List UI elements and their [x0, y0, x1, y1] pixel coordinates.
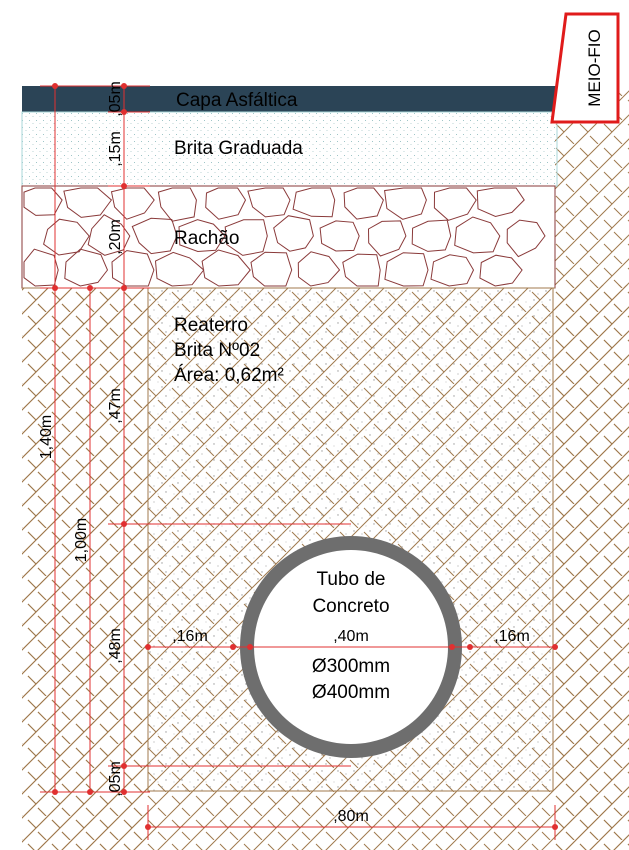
- curb-label: MEIO-FIO: [585, 29, 604, 106]
- stone: [411, 219, 452, 252]
- stone: [367, 220, 407, 257]
- curb: MEIO-FIO: [550, 12, 620, 124]
- stone: [110, 187, 155, 220]
- dimension-marker: [121, 789, 127, 795]
- dim-asphalt: ,05m: [107, 81, 124, 117]
- stone: [384, 187, 427, 220]
- stone: [178, 219, 226, 253]
- stone: [250, 251, 293, 287]
- stone: [343, 187, 384, 220]
- dimension-marker: [230, 644, 236, 650]
- pipe-inner-diameter: Ø300mm: [312, 656, 390, 677]
- graded-gravel-layer: [21, 111, 558, 187]
- stone: [297, 251, 341, 287]
- stone: [319, 220, 360, 252]
- stone: [23, 248, 59, 287]
- stone: [479, 254, 523, 287]
- backfill-material: Brita Nº02: [174, 340, 260, 361]
- dim-above-pipe: ,47m: [107, 388, 124, 424]
- asphalt-layer: [22, 86, 557, 112]
- pipe-label-line2: Concreto: [312, 596, 389, 617]
- stone: [273, 215, 314, 252]
- stone: [23, 187, 63, 216]
- dimension-marker: [552, 824, 558, 830]
- stone: [205, 187, 247, 220]
- dimension-marker: [145, 644, 151, 650]
- dim-trench-width: ,80m: [333, 808, 369, 825]
- stone: [224, 219, 268, 256]
- stone: [111, 250, 155, 287]
- dimension-marker: [52, 83, 58, 89]
- graded-gravel-label: Brita Graduada: [174, 138, 303, 159]
- dimension-marker: [247, 644, 253, 650]
- stone: [157, 187, 197, 222]
- rachao-layer: [21, 185, 556, 289]
- stone: [43, 218, 90, 256]
- dimension-marker: [121, 183, 127, 189]
- dim-total-depth: 1,40m: [38, 415, 55, 459]
- dimension-marker: [121, 83, 127, 89]
- dimension-marker: [552, 644, 558, 650]
- rachao-label: Rachão: [174, 228, 240, 249]
- dim-graded: ,15m: [107, 131, 124, 167]
- stone: [64, 248, 109, 287]
- dimension-marker: [121, 763, 127, 769]
- stone: [430, 254, 475, 287]
- dimension-marker: [52, 285, 58, 291]
- stone: [384, 252, 429, 287]
- stone: [454, 216, 501, 254]
- stone: [63, 187, 113, 218]
- stone: [506, 219, 546, 258]
- stone: [87, 214, 131, 256]
- dim-side-left: ,16m: [172, 628, 208, 645]
- dim-pipe-width: ,40m: [333, 628, 369, 645]
- stone: [476, 187, 525, 218]
- dimension-marker: [121, 109, 127, 115]
- dimension-marker: [87, 285, 93, 291]
- dim-side-right: ,16m: [494, 628, 530, 645]
- dimension-marker: [145, 824, 151, 830]
- stone: [201, 249, 251, 287]
- dimension-marker: [87, 789, 93, 795]
- pipe-label-line1: Tubo de: [316, 569, 385, 590]
- dim-pipe-zone: ,48m: [107, 628, 124, 664]
- dim-bedding: ,05m: [107, 761, 124, 797]
- pipe-outer-diameter: Ø400mm: [312, 682, 390, 703]
- dimension-marker: [467, 644, 473, 650]
- stone: [292, 187, 336, 218]
- dimension-marker: [121, 285, 127, 291]
- stone: [342, 253, 381, 287]
- dim-rachao: ,20m: [107, 219, 124, 255]
- dimension-marker: [449, 644, 455, 650]
- dimension-lines: [40, 85, 556, 840]
- stone: [247, 187, 291, 218]
- dimension-marker: [121, 521, 127, 527]
- asphalt-label: Capa Asfáltica: [176, 90, 298, 111]
- stone: [154, 251, 205, 287]
- dimension-marker: [52, 789, 58, 795]
- dim-trench-depth: 1,00m: [73, 518, 90, 562]
- stone: [131, 217, 178, 255]
- dimension-markers: [52, 83, 558, 830]
- backfill-area: Área: 0,62m²: [174, 365, 284, 386]
- stone: [433, 187, 477, 221]
- backfill-title: Reaterro: [174, 315, 248, 336]
